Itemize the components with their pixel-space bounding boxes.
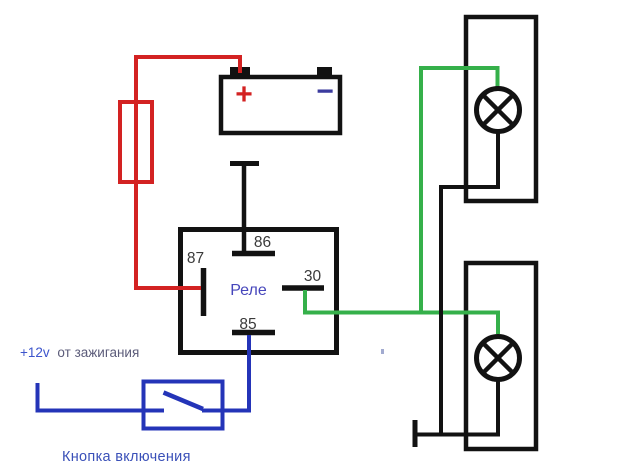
green-wire-branch-to-top-lamp	[419, 66, 500, 313]
lamp-housing-bottom	[463, 260, 539, 452]
fuse-icon	[118, 100, 154, 184]
switch-lever	[162, 390, 204, 412]
battery-negative-terminal	[317, 67, 332, 77]
relay-pin-86-label: 86	[254, 234, 271, 251]
switch-icon	[141, 379, 225, 431]
relay-pin-87-label: 87	[187, 250, 204, 267]
relay-icon: 86 87 30 85 Реле	[178, 227, 339, 355]
switch-body	[141, 379, 225, 431]
relay-pin-85-label: 85	[239, 316, 256, 333]
ignition-source-label: +12v от зажигания	[20, 345, 139, 360]
green-wire-pin30-to-bottom-lamp	[303, 290, 500, 334]
battery-minus-label: −	[316, 75, 334, 108]
power-button-label: Кнопка включения	[62, 449, 191, 465]
lamp-top-cross-2	[481, 93, 515, 127]
battery-plus-label: +	[235, 78, 253, 111]
return-wire-top-lamp	[439, 131, 500, 435]
relay-name-label: Реле	[230, 282, 267, 299]
lamp-icon-bottom	[474, 334, 522, 382]
stray-mark	[381, 349, 384, 354]
blue-wire-switch-to-ignition	[35, 383, 164, 413]
relay-body	[178, 227, 339, 355]
ignition-source-label-prefix: +12v	[20, 345, 50, 360]
blue-wire-pin85-to-switch	[202, 335, 251, 413]
ignition-source-label-suffix: от зажигания	[57, 345, 139, 360]
battery-icon: + −	[218, 67, 343, 136]
return-wire-bottom-lamp	[415, 379, 500, 437]
relay-pin-30-label: 30	[304, 268, 322, 285]
lamp-bottom-cross-2	[481, 341, 515, 375]
lamp-icon-top	[474, 86, 522, 134]
ground-icon	[230, 161, 259, 255]
red-wire-battery-to-pin87	[134, 55, 242, 290]
lamp-housing-top	[463, 14, 539, 204]
battery-body	[218, 74, 343, 136]
